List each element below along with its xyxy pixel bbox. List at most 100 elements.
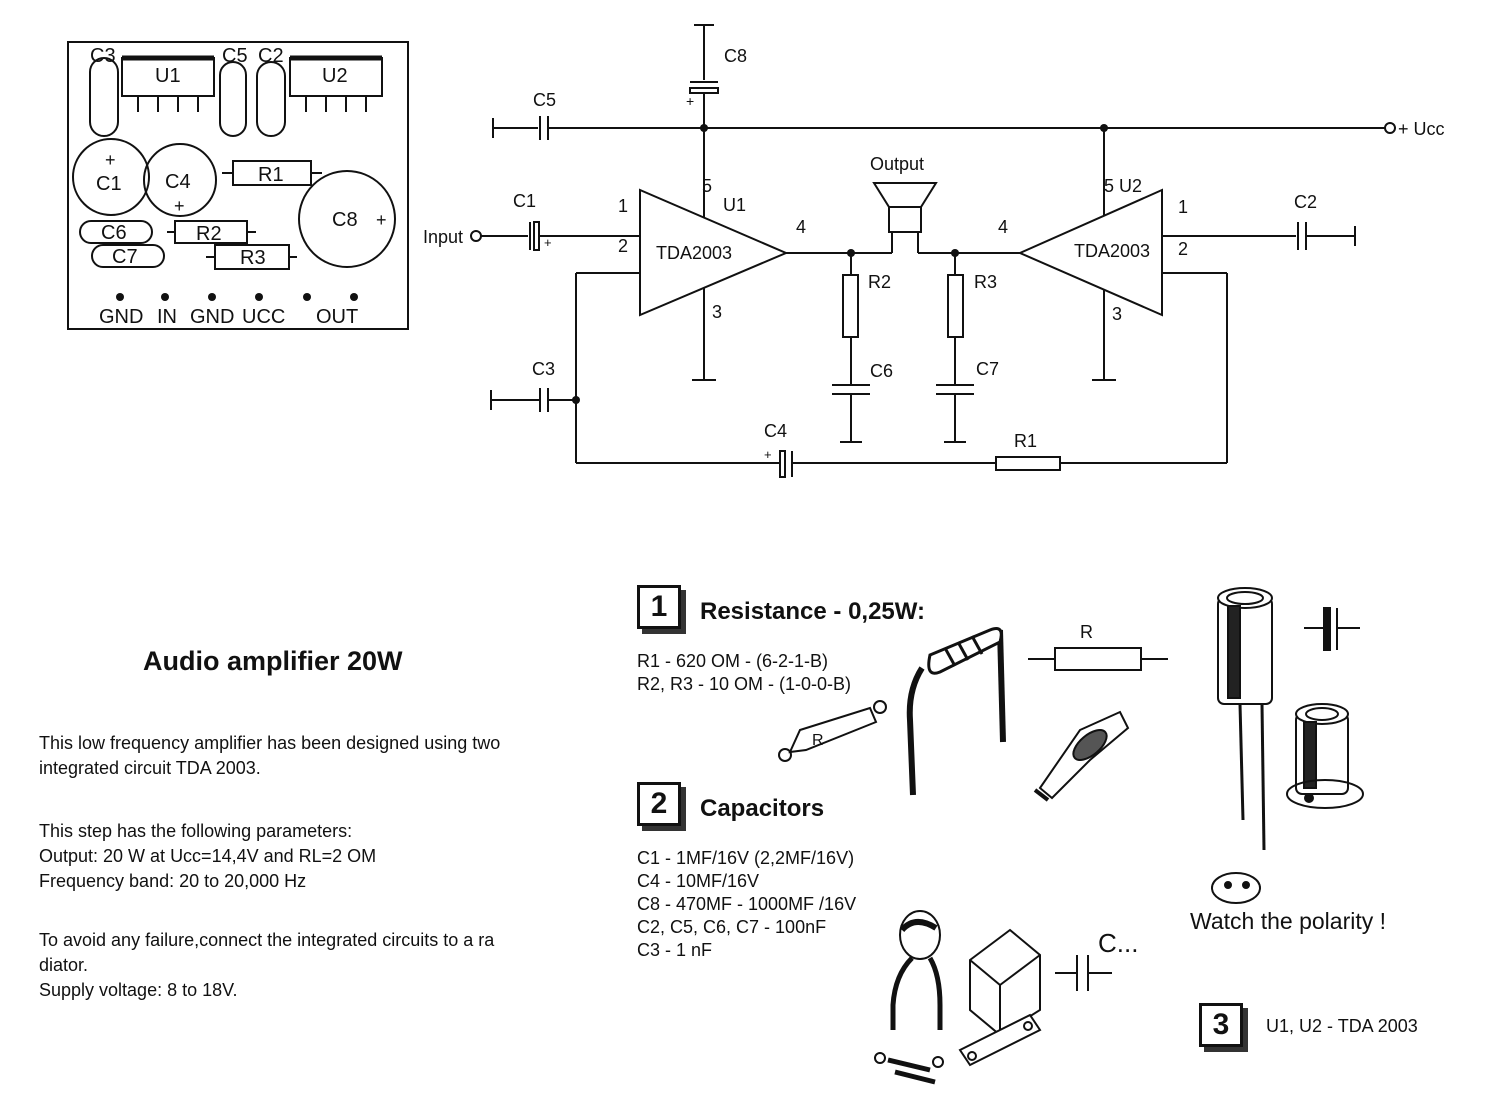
- input-terminal: [470, 230, 482, 242]
- capacitor-list: C1 - 1MF/16V (2,2MF/16V) C4 - 10MF/16V C…: [637, 847, 856, 962]
- resistor-flat-label: R: [812, 732, 824, 749]
- pcb-c6-body: [79, 220, 153, 244]
- u2-pin3: 3: [1112, 304, 1122, 324]
- u2-ic-name: TDA2003: [1074, 241, 1150, 261]
- label-ucc: + Ucc: [1398, 119, 1445, 139]
- label-r2: R2: [868, 272, 891, 292]
- section-badge-1: 1: [637, 585, 681, 629]
- u2-pin2: 2: [1178, 239, 1188, 259]
- schematic-r3: [947, 274, 964, 338]
- pcb-c7-body: [91, 244, 165, 268]
- warning-line: Supply voltage: 8 to 18V.: [39, 980, 238, 1000]
- list-item: R1 - 620 OM - (6-2-1-B): [637, 651, 829, 671]
- label-c8: C8: [724, 46, 747, 66]
- pcb-pin-out: OUT: [316, 306, 358, 328]
- pcb-label-c5: C5: [222, 45, 248, 67]
- pcb-plus-c4: +: [174, 196, 185, 216]
- schematic-c8: [689, 80, 719, 94]
- label-c6: C6: [870, 361, 893, 381]
- u1-pin4: 4: [796, 217, 806, 237]
- resistor-flat-icon: R: [778, 700, 887, 762]
- pcb-pin-ucc: UCC: [242, 306, 285, 328]
- label-r3: R3: [974, 272, 997, 292]
- ic-list-item: U1, U2 - TDA 2003: [1266, 1016, 1418, 1036]
- resistor-symbol-label: R: [1080, 622, 1093, 642]
- schematic-r1: [995, 456, 1061, 471]
- capacitor-symbol: C...: [1055, 928, 1138, 991]
- pcb-c5-body: [219, 61, 247, 137]
- label-c1: C1: [513, 191, 536, 211]
- section-badge-2: 2: [637, 782, 681, 826]
- pcb-label-u2: U2: [322, 65, 348, 87]
- resistor-list: R1 - 620 OM - (6-2-1-B) R2, R3 - 10 OM -…: [637, 650, 851, 696]
- pcb-label-c7: C7: [112, 246, 138, 268]
- pcb-pin-in: IN: [157, 306, 177, 328]
- plus-c4: +: [764, 447, 772, 462]
- resistor-illustration: [906, 627, 1006, 796]
- label-c7: C7: [976, 359, 999, 379]
- resistor-symbol: R: [1028, 622, 1168, 671]
- u1-pin2: 2: [618, 236, 628, 256]
- ucc-terminal: [1384, 122, 1396, 134]
- u1-ic-name: TDA2003: [656, 243, 732, 263]
- label-input: Input: [423, 227, 463, 247]
- intro-line: This low frequency amplifier has been de…: [39, 733, 501, 753]
- u2-pin1: 1: [1178, 197, 1188, 217]
- params-line: Frequency band: 20 to 20,000 Hz: [39, 871, 307, 891]
- u1-amplifier: [639, 188, 789, 317]
- params-line: Output: 20 W at Ucc=14,4V and RL=2 OM: [39, 846, 377, 866]
- u1-pin3: 3: [712, 302, 722, 322]
- params-paragraph: This step has the following parameters: …: [39, 819, 376, 894]
- pcb-label-c6: C6: [101, 222, 127, 244]
- electrolytic-capacitor-illustration: [1217, 587, 1273, 851]
- label-r1: R1: [1014, 431, 1037, 451]
- pcb-label-c2: C2: [258, 45, 284, 67]
- label-output: Output: [870, 154, 924, 174]
- pcb-board: [67, 41, 409, 330]
- pcb-plus-c8: +: [376, 210, 387, 230]
- list-item: C8 - 470MF - 1000MF /16V: [637, 894, 857, 914]
- pcb-label-u1: U1: [155, 65, 181, 87]
- warning-line: diator.: [39, 955, 89, 975]
- pcb-label-r3: R3: [240, 247, 266, 269]
- plus-c8: +: [686, 93, 694, 109]
- pcb-layout: C3 U1 C5 C2 U2 + C1 C4 + R1 C8 + C6 R2 C…: [67, 41, 409, 330]
- u2-pin4: 4: [998, 217, 1008, 237]
- speaker-icon: [872, 182, 938, 233]
- list-item: C2, C5, C6, C7 - 100nF: [637, 917, 827, 937]
- list-item: C1 - 1MF/16V (2,2MF/16V): [637, 848, 855, 868]
- article-title: Audio amplifier 20W: [143, 646, 403, 676]
- pcb-label-c8: C8: [332, 209, 358, 231]
- resistor-bundle-icon: [1033, 710, 1130, 802]
- section-title-resistance: Resistance - 0,25W:: [700, 598, 925, 625]
- label-u1: U1: [723, 195, 746, 215]
- params-line: This step has the following parameters:: [39, 821, 353, 841]
- pcb-label-r2: R2: [196, 223, 222, 245]
- parts-illustrations: R R: [778, 587, 1364, 1085]
- polarity-note: Watch the polarity !: [1190, 908, 1387, 934]
- polarized-capacitor-symbol: [1304, 607, 1360, 651]
- pcb-label-c4: C4: [165, 171, 191, 193]
- pcb-label-c1: C1: [96, 173, 122, 195]
- schematic-c4: [779, 450, 793, 478]
- pcb-label-c3: C3: [90, 45, 116, 67]
- capacitor-symbol-label: C...: [1098, 928, 1138, 958]
- pcb-label-r1: R1: [258, 164, 284, 186]
- schematic: C8 + C5 + Ucc Output 5 U1 5 U2 C1 + C2 1…: [423, 24, 1445, 478]
- polarity-bottom-view-icon: [1211, 872, 1261, 904]
- u2-amplifier: [1017, 188, 1163, 317]
- list-item: R2, R3 - 10 OM - (1-0-0-B): [637, 674, 852, 694]
- section-badge-3: 3: [1199, 1003, 1243, 1047]
- label-c2: C2: [1294, 192, 1317, 212]
- warning-line: To avoid any failure,connect the integra…: [39, 930, 495, 950]
- u1-pin1: 1: [618, 196, 628, 216]
- film-capacitor-illustration: [958, 928, 1042, 1067]
- pcb-c4-body: [143, 143, 217, 217]
- section-title-capacitors: Capacitors: [700, 795, 825, 822]
- warning-paragraph: To avoid any failure,connect the integra…: [39, 928, 494, 1003]
- pcb-c1-body: [72, 138, 150, 216]
- pcb-plus-c1: +: [105, 150, 116, 170]
- schematic-c1: [529, 221, 540, 251]
- label-c5: C5: [533, 90, 556, 110]
